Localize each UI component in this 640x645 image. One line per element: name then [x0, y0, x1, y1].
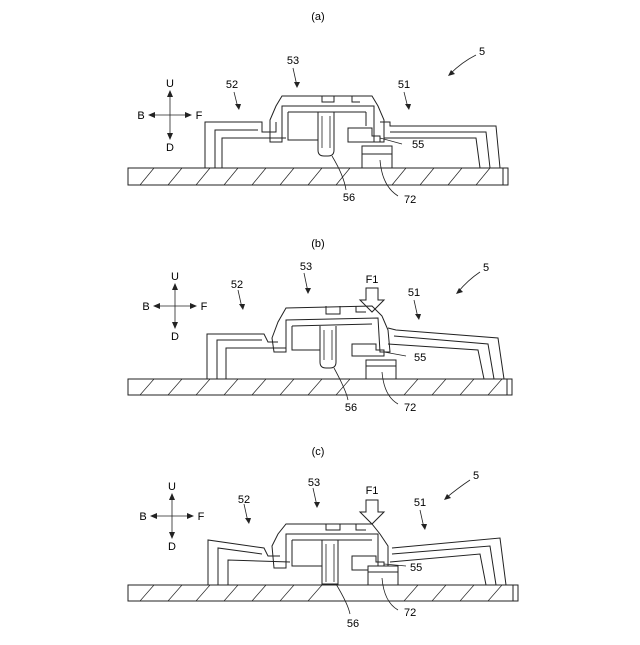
ref-53: 53: [308, 477, 320, 489]
direction-back-label: B: [139, 511, 146, 523]
ref-55: 55: [410, 562, 422, 574]
direction-indicator: U D B F: [139, 481, 204, 553]
force-label: F1: [366, 274, 379, 286]
direction-down-label: D: [168, 541, 176, 553]
post: [322, 540, 338, 584]
ref-56: 56: [345, 402, 357, 414]
ref-52: 52: [231, 279, 243, 291]
ref-53: 53: [287, 55, 299, 67]
ref-5: 5: [483, 262, 489, 274]
ref-5: 5: [473, 470, 479, 482]
ref-72: 72: [404, 402, 416, 414]
ref-72: 72: [404, 607, 416, 619]
button: [272, 306, 390, 352]
ref-51: 51: [398, 79, 410, 91]
button: [270, 96, 384, 142]
housing: [205, 122, 500, 168]
panel-label: (c): [312, 446, 325, 458]
ref-56: 56: [347, 618, 359, 630]
direction-indicator: U D B F: [137, 78, 202, 154]
ref-51: 51: [408, 287, 420, 299]
direction-down-label: D: [171, 331, 179, 343]
panel-label: (b): [311, 238, 324, 250]
direction-front-label: F: [198, 511, 205, 523]
post: [320, 326, 336, 368]
reference-labels: 53 52 51 5 55 56 72: [231, 261, 489, 414]
base-board: [128, 379, 512, 395]
direction-front-label: F: [201, 301, 208, 313]
post: [318, 112, 334, 156]
ref-53: 53: [300, 261, 312, 273]
base-block: [362, 146, 392, 168]
base-board: [128, 168, 508, 185]
base-block: [368, 566, 398, 585]
direction-front-label: F: [196, 110, 203, 122]
ref-55: 55: [414, 352, 426, 364]
panel-label: (a): [311, 11, 324, 23]
panel-b: (b) U D B F: [128, 238, 512, 414]
ref-52: 52: [226, 79, 238, 91]
direction-back-label: B: [142, 301, 149, 313]
housing: [207, 328, 504, 379]
ref-51: 51: [414, 497, 426, 509]
base-board: [128, 585, 518, 601]
direction-back-label: B: [137, 110, 144, 122]
button: [272, 524, 388, 568]
ref-52: 52: [238, 494, 250, 506]
hook: [348, 128, 380, 142]
panel-c: (c) U D B F: [128, 446, 518, 630]
ref-5: 5: [479, 46, 485, 58]
base-block: [366, 360, 396, 379]
direction-down-label: D: [166, 142, 174, 154]
ref-56: 56: [343, 192, 355, 204]
panel-a: (a) U D B F: [128, 11, 508, 206]
force-arrow: F1: [360, 485, 384, 524]
direction-indicator: U D B F: [142, 271, 207, 343]
direction-up-label: U: [168, 481, 176, 493]
force-label: F1: [366, 485, 379, 497]
ref-72: 72: [404, 194, 416, 206]
housing: [208, 538, 506, 585]
ref-55: 55: [412, 139, 424, 151]
direction-up-label: U: [166, 78, 174, 90]
direction-up-label: U: [171, 271, 179, 283]
